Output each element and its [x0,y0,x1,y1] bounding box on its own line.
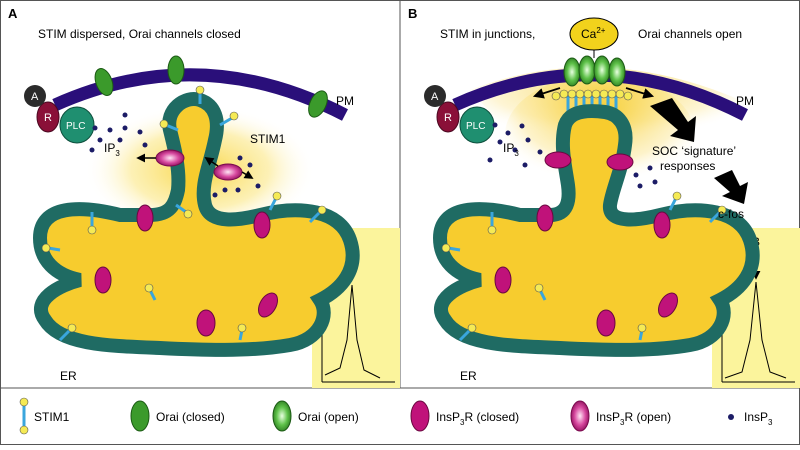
pm-label-b: PM [736,94,754,108]
receptor-label-a: R [44,112,52,124]
legend-label-insp3: InsP3 [744,410,773,427]
stim1-head [717,205,727,215]
receptor-label-b: R [444,112,452,124]
orai-open [563,57,581,87]
stim1-head [441,243,451,253]
stim1-head [67,323,77,333]
stim1-head [144,283,154,293]
stim1-head [229,111,239,121]
insp3r-closed [606,153,634,171]
plasma-membrane-a [52,68,348,121]
insp3r-closed [136,204,154,232]
insp3r-closed [544,151,572,169]
stim1-head [237,323,247,333]
agonist-a [24,85,46,107]
ip3-label-a: IP3 [104,141,120,158]
legend-item-stim1: STIM1 [19,397,70,435]
orai-open-cluster [563,55,626,87]
soc-label-line2: responses [660,159,715,173]
panel-b: B STIM in junctions, Orai channels open … [408,6,800,388]
soc-arrow [650,98,696,142]
insp3r-open [155,149,185,167]
panel-b-letter: B [408,6,417,21]
orai-closed [308,90,328,118]
insp3r-closed [653,211,671,239]
legend-item-insp3r-closed: InsP3R (closed) [410,400,519,432]
legend-item-orai-open: Orai (open) [272,400,359,432]
stim1-label-a: STIM1 [250,132,286,146]
er-body-b [432,104,760,357]
cfos-label: c-fos [718,207,744,221]
er-label-a: ER [60,369,77,383]
ca-label: Ca2+ [581,26,606,41]
panel-b-caption-left: STIM in junctions, [440,27,535,41]
legend-label-stim1: STIM1 [34,410,70,424]
legend-label-orai-closed: Orai (closed) [156,410,225,424]
cfos-arrow [714,170,748,204]
insp3-dots-a [89,112,261,198]
ca-entry-arrow-left [532,87,561,99]
pm-label-a: PM [336,94,354,108]
insp3-dots-b [487,122,658,189]
legend-item-insp3: InsP3 [728,410,773,427]
panel-a-caption: STIM dispersed, Orai channels closed [38,27,241,41]
legend-label-orai-open: Orai (open) [298,410,359,424]
insp3r-closed [494,266,512,294]
stim1-head [487,225,497,235]
insp3r-closed [196,309,216,337]
orai-open [608,57,626,87]
stim1-head [272,191,282,201]
stim1-head [41,243,51,253]
orai-open [578,55,596,85]
stim1-head [195,85,205,95]
ca-entry-arrow-right [625,87,655,99]
panel-a-letter: A [8,6,18,21]
plc-label-a: PLC [66,121,85,132]
stim1-head [534,283,544,293]
agonist-b [424,85,446,107]
stim1-head [637,323,647,333]
ca-release-arrow [241,170,254,179]
legend: STIM1 Orai (closed) Orai (open) InsP3R (… [19,397,773,435]
stim1-head [672,191,682,201]
trace-a-line [324,284,381,379]
trace-b-line [724,281,787,379]
agonist-label-b: A [431,91,439,103]
orai-open [593,55,611,85]
legend-label-insp3r-open: InsP3R (open) [596,410,671,427]
orai-closed [94,68,114,96]
receptor-b [436,101,460,133]
agonist-label-a: A [31,91,39,103]
ca-release-arrow [204,157,219,167]
soc-label-line1: SOC ‘signature’ [652,144,736,158]
insp3r-closed [536,204,554,232]
insp3r-closed [658,292,678,318]
plc-label-b: PLC [466,121,485,132]
insp3r-open [213,163,243,181]
receptor-a [36,101,60,133]
panel-b-caption-right: Orai channels open [638,27,742,41]
stim1-head [87,225,97,235]
plc-enzyme-a [59,106,95,144]
legend-label-insp3r-closed: InsP3R (closed) [436,410,519,427]
legend-item-insp3r-open: InsP3R (open) [570,400,671,432]
insp3r-closed [596,309,616,337]
insp3r-closed [258,292,278,318]
stim1-head [159,119,169,129]
insp3r-closed [253,211,271,239]
ip3-label-b: IP3 [503,141,519,158]
stim1-head [467,323,477,333]
stim1-heads-b [551,89,633,101]
legend-item-orai-closed: Orai (closed) [130,400,225,432]
orai-closed [167,55,185,85]
stim1-head [317,205,327,215]
panel-a: A STIM dispersed, Orai channels closed A… [8,6,400,388]
er-label-b: ER [460,369,477,383]
insp3r-closed [94,266,112,294]
stim1-head [183,209,193,219]
